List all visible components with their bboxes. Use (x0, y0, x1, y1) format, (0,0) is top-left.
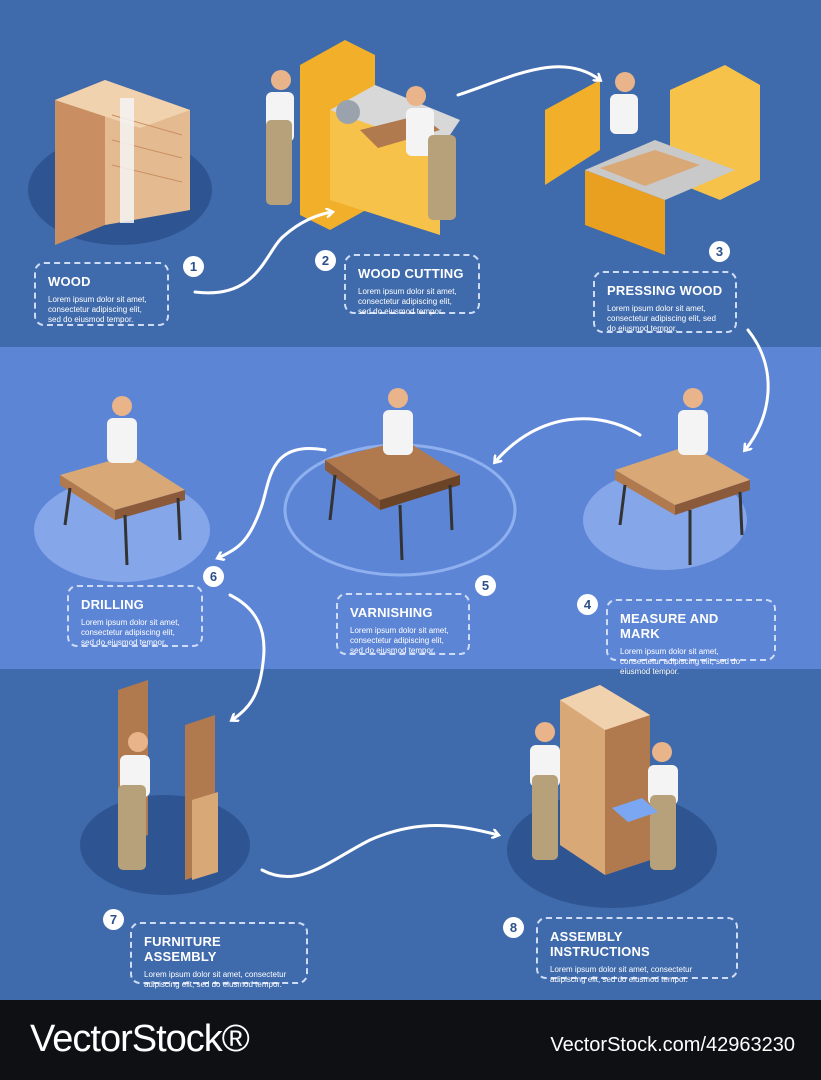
drilling-illustration (34, 396, 210, 582)
step-8-desc: Lorem ipsum dolor sit amet, consectetur … (550, 965, 693, 984)
step-2-desc: Lorem ipsum dolor sit amet, consectetur … (358, 287, 457, 316)
step-5-number: 5 (475, 575, 496, 596)
step-5-card: VARNISHING Lorem ipsum dolor sit amet, c… (336, 593, 470, 655)
assembly-instructions-illustration (507, 685, 717, 908)
furniture-assembly-illustration (80, 680, 250, 895)
step-3-number: 3 (709, 241, 730, 262)
step-2-number: 2 (315, 250, 336, 271)
step-3-title: PRESSING WOOD (607, 283, 723, 298)
step-8-number: 8 (503, 917, 524, 938)
varnishing-illustration (283, 388, 517, 577)
arrow-4-to-5 (495, 417, 642, 462)
step-2-title: WOOD CUTTING (358, 266, 464, 281)
step-8-title: ASSEMBLY INSTRUCTIONS (550, 929, 650, 959)
step-1-card: WOOD Lorem ipsum dolor sit amet, consect… (34, 262, 169, 326)
step-2-card: WOOD CUTTING Lorem ipsum dolor sit amet,… (344, 254, 480, 316)
illustration-layer (28, 40, 770, 908)
arrow-3-to-4 (745, 328, 770, 450)
step-7-card: FURNITURE ASSEMBLY Lorem ipsum dolor sit… (130, 922, 308, 989)
step-1-number: 1 (183, 256, 204, 277)
step-4-desc: Lorem ipsum dolor sit amet, consectetur … (620, 647, 741, 676)
worker-figure (266, 70, 294, 205)
wood-stack-illustration (28, 80, 212, 245)
arrow-7-to-8 (260, 824, 498, 879)
step-5-desc: Lorem ipsum dolor sit amet, consectetur … (350, 626, 449, 655)
step-6-desc: Lorem ipsum dolor sit amet, consectetur … (81, 618, 180, 647)
worker-figure (406, 86, 456, 220)
step-6-title: DRILLING (81, 597, 144, 612)
step-7-number: 7 (103, 909, 124, 930)
step-4-card: MEASURE AND MARK Lorem ipsum dolor sit a… (606, 599, 776, 676)
step-3-desc: Lorem ipsum dolor sit amet, consectetur … (607, 304, 716, 333)
step-7-title: FURNITURE ASSEMBLY (144, 934, 221, 964)
arrow-2-to-3 (456, 65, 600, 97)
step-1-desc: Lorem ipsum dolor sit amet, consectetur … (48, 295, 147, 324)
step-8-card: ASSEMBLY INSTRUCTIONS Lorem ipsum dolor … (536, 917, 738, 984)
image-reference: VectorStock.com/42963230 (550, 1034, 795, 1056)
step-4-title: MEASURE AND MARK (620, 611, 719, 641)
wood-cutting-illustration (266, 40, 460, 235)
measure-mark-illustration (583, 388, 750, 570)
flow-arrows (193, 65, 770, 879)
step-7-desc: Lorem ipsum dolor sit amet, consectetur … (144, 970, 287, 989)
step-6-number: 6 (203, 566, 224, 587)
footer-bar: VectorStock® VectorStock.com/42963230 (0, 1000, 821, 1080)
arrow-5-to-6 (218, 447, 327, 558)
step-1-title: WOOD (48, 274, 91, 289)
pressing-wood-illustration (545, 65, 760, 255)
step-5-title: VARNISHING (350, 605, 433, 620)
arrow-6-to-7 (228, 593, 266, 720)
step-4-number: 4 (577, 594, 598, 615)
arrow-1-to-2 (193, 212, 332, 295)
brand-watermark: VectorStock® (30, 1018, 250, 1060)
step-6-card: DRILLING Lorem ipsum dolor sit amet, con… (67, 585, 203, 647)
step-3-card: PRESSING WOOD Lorem ipsum dolor sit amet… (593, 271, 737, 333)
